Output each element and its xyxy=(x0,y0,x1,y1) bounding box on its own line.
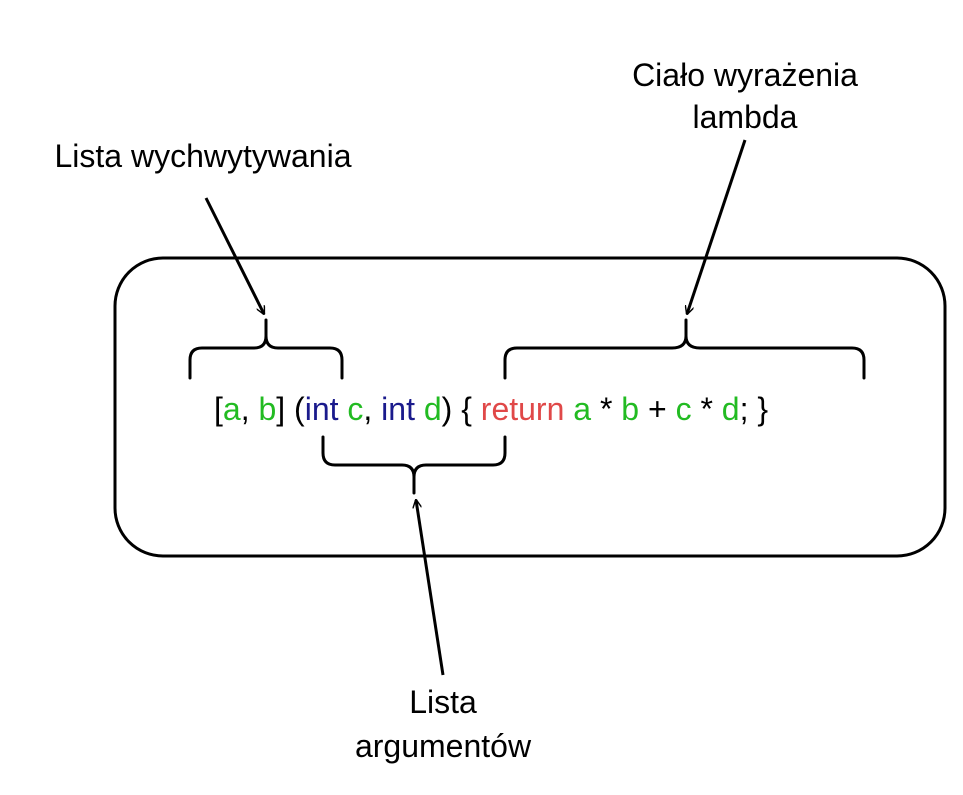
code-close-bracket-open-paren: ] ( xyxy=(276,391,305,427)
lambda-body-brace xyxy=(503,318,866,380)
lambda-body-label-line2: lambda xyxy=(693,99,798,135)
code-comma: , xyxy=(363,391,381,427)
code-close-paren-open-brace: ) { xyxy=(442,391,481,427)
code-open-bracket: [ xyxy=(214,391,223,427)
code-body-d: d xyxy=(722,391,740,427)
capture-list-arrow xyxy=(204,197,266,314)
argument-list-brace xyxy=(321,435,507,495)
lambda-body-arrow xyxy=(687,139,747,314)
capture-list-brace xyxy=(188,318,344,380)
lambda-container xyxy=(113,256,947,558)
code-keyword-int: int xyxy=(305,391,339,427)
code-capture-b: b xyxy=(258,391,276,427)
lambda-body-label-line1: Ciało wyrażenia xyxy=(632,57,858,93)
code-keyword-return: return xyxy=(481,391,565,427)
code-operator-multiply: * xyxy=(692,391,722,427)
argument-list-label-line1: Lista xyxy=(409,684,477,720)
code-space xyxy=(339,391,348,427)
argument-list-label-line2: argumentów xyxy=(355,728,532,764)
code-comma: , xyxy=(241,391,259,427)
code-operator-multiply: * xyxy=(591,391,621,427)
capture-list-label: Lista wychwytywania xyxy=(55,138,352,174)
code-arg-d: d xyxy=(424,391,442,427)
code-capture-a: a xyxy=(223,391,241,427)
code-body-b: b xyxy=(621,391,639,427)
code-space xyxy=(564,391,573,427)
code-operator-plus: + xyxy=(639,391,675,427)
argument-list-arrow xyxy=(416,500,445,676)
code-keyword-int: int xyxy=(381,391,415,427)
code-arg-c: c xyxy=(347,391,363,427)
code-body-c: c xyxy=(676,391,692,427)
code-body-a: a xyxy=(573,391,591,427)
code-space xyxy=(415,391,424,427)
lambda-code: [a, b] (int c, int d) { return a * b + c… xyxy=(214,391,768,427)
code-end: ; } xyxy=(740,391,769,427)
